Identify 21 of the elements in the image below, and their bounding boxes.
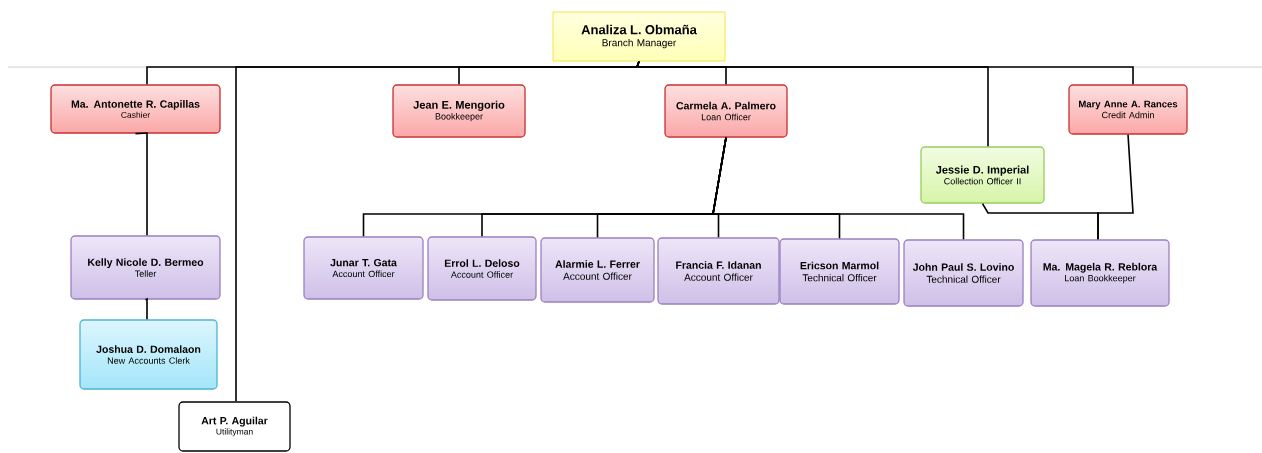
- person-box: Alarmie L. Ferrer Account Officer: [540, 237, 655, 303]
- person-box: Art P. Aguilar Utilityman: [178, 401, 291, 452]
- person-box: Jean E. Mengorio Bookkeeper: [392, 84, 526, 138]
- person-box: Joshua D. Domalaon New Accounts Clerk: [79, 319, 218, 390]
- person-box: Jessie D. Imperial Collection Officer II: [920, 146, 1045, 204]
- connector-line: [1097, 133, 1134, 241]
- connector-line: [134, 132, 148, 237]
- person-box: Carmela A. Palmero Loan Officer: [664, 84, 788, 138]
- person-box: Junar T. Gata Account Officer: [303, 236, 424, 300]
- person-box: Ericson Marmol Technical Officer: [779, 238, 900, 305]
- person-box: Errol L. Deloso Account Officer: [427, 236, 537, 301]
- person-box: John Paul S. Lovino Technical Officer: [903, 239, 1024, 307]
- person-box: Mary Anne A. Rances Credit Admin: [1068, 84, 1188, 135]
- person-box: Ma. Magela R. Reblora Loan Bookkeeper: [1030, 239, 1170, 307]
- connector-line: [144, 297, 148, 321]
- connector-line: [635, 60, 1134, 86]
- connector-line: [712, 136, 965, 241]
- person-box: Francia F. Idanan Account Officer: [657, 237, 780, 305]
- person-box: Ma. Antonette R. Capillas Cashier: [50, 84, 221, 134]
- person-box: Kelly Nicole D. Bermeo Teller: [70, 235, 221, 300]
- person-box: Analiza L. Obmaña Branch Manager: [552, 11, 726, 62]
